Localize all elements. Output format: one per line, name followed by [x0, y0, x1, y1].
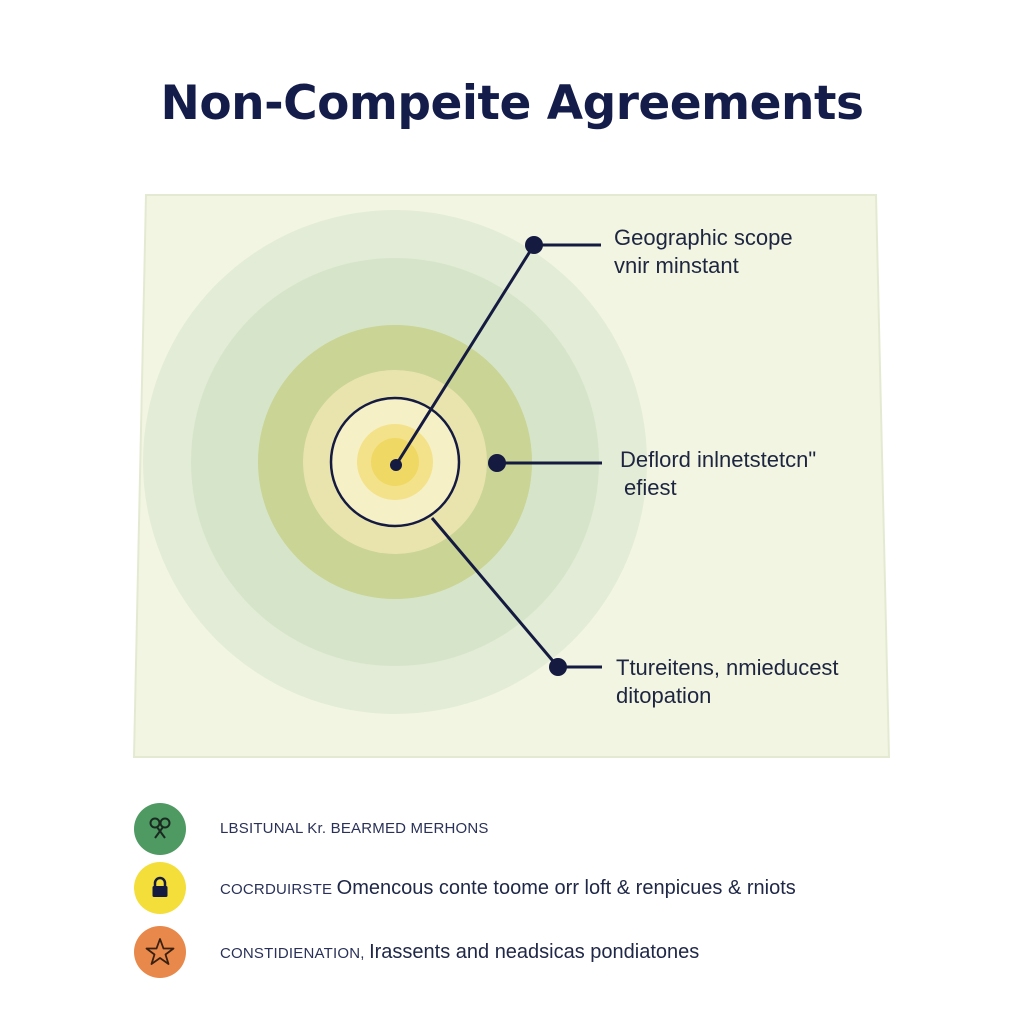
- connector-dot-restrictions: [549, 658, 567, 676]
- connector-restrictions: [430, 517, 560, 668]
- callout-line: Ttureitens, nmieducest: [616, 655, 839, 680]
- callout-geographic-scope: Geographic scope vnir minstant: [614, 224, 793, 280]
- star-icon: [134, 926, 186, 978]
- legend-item: LBSITUNAL Kr. BEARMED MERHONS: [134, 803, 914, 855]
- legend-key: LBSITUNAL Kr. BEARMED MERHONS: [220, 820, 489, 837]
- callout-line: vnir minstant: [614, 253, 739, 278]
- lock-icon: [134, 862, 186, 914]
- legend-desc: Irassents and neadsicas pondiatones: [369, 940, 700, 963]
- connector-geographic: [394, 244, 536, 466]
- scissors-icon: [134, 803, 186, 855]
- connector-dot-duration: [488, 454, 506, 472]
- callout-line: ditopation: [616, 683, 712, 708]
- legend-item: CONSTIDIENATION, Irassents and neadsicas…: [134, 926, 914, 978]
- connector-dot-geographic: [525, 236, 543, 254]
- legend-key: CONSTIDIENATION,: [220, 944, 365, 962]
- legend-item: COCRDUIRSTE Omencous conte toome orr lof…: [134, 862, 914, 914]
- callout-restrictions: Ttureitens, nmieducest ditopation: [616, 654, 839, 710]
- callout-line: Deflord inlnetstetcn": [620, 447, 817, 472]
- legend-text: LBSITUNAL Kr. BEARMED MERHONS: [220, 820, 489, 838]
- legend-text: CONSTIDIENATION, Irassents and neadsicas…: [220, 941, 699, 964]
- page-title: Non-Compeite Agreements: [160, 76, 864, 131]
- legend-text: COCRDUIRSTE Omencous conte toome orr lof…: [220, 877, 796, 900]
- callout-duration: Deflord inlnetstetcn" efiest: [620, 446, 816, 502]
- callout-line: Geographic scope: [614, 225, 793, 250]
- callout-line: efiest: [624, 475, 677, 500]
- legend-desc: Omencous conte toome orr loft & renpicue…: [336, 876, 796, 899]
- legend-key: COCRDUIRSTE: [220, 880, 333, 898]
